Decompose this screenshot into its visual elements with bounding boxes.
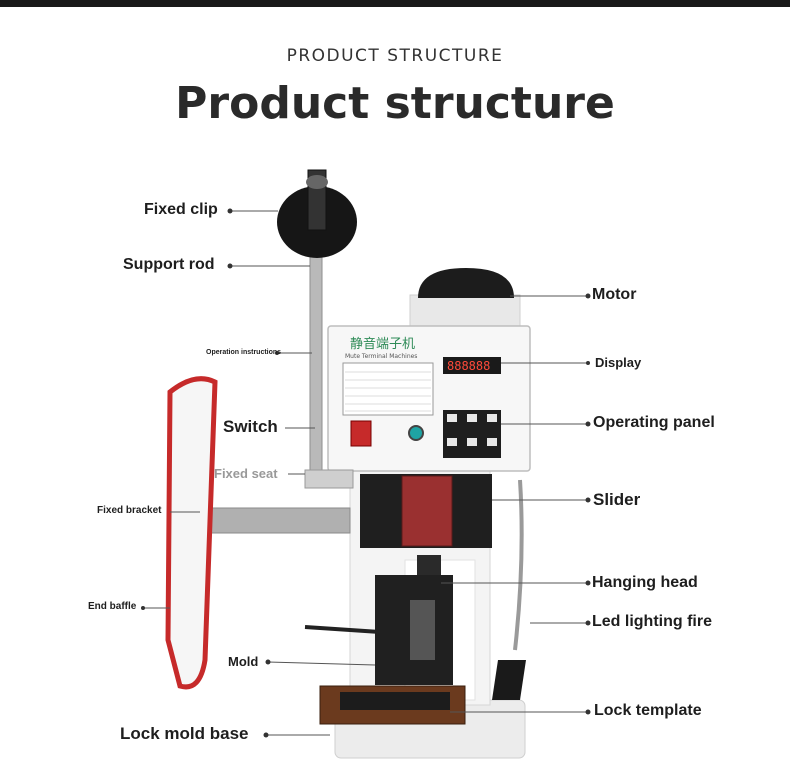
lock-template (340, 692, 450, 710)
label-switch: Switch (223, 417, 278, 436)
label-end-baffle: End baffle (88, 601, 137, 612)
label-slider: Slider (593, 490, 641, 509)
feed-arm (304, 625, 381, 634)
support-rod (309, 254, 323, 486)
display-readout: 888888 (447, 359, 490, 373)
section-kicker: PRODUCT STRUCTURE (286, 46, 504, 66)
label-fixed-clip: Fixed clip (144, 201, 218, 218)
label-support-rod: Support rod (123, 256, 215, 273)
page-title: Product structure (175, 78, 615, 129)
label-display: Display (595, 355, 642, 370)
led-display (443, 357, 501, 374)
bracket-arm (194, 507, 351, 534)
mold-plate (410, 600, 435, 660)
fixed-seat (304, 469, 354, 489)
label-lock-template: Lock template (594, 702, 702, 719)
label-operation-instructions: Operation instructions (206, 349, 282, 356)
label-mold: Mold (228, 654, 259, 669)
label-fixed-bracket: Fixed bracket (97, 505, 162, 516)
slider-plate (401, 475, 453, 547)
label-led-lighting-fire: Led lighting fire (592, 613, 712, 630)
label-fixed-seat: Fixed seat (214, 466, 278, 481)
clip-top (306, 175, 328, 189)
instruction-sheet (342, 362, 434, 416)
brand-cn-text: 静音端子机 (350, 336, 415, 352)
label-operating-panel: Operating panel (593, 414, 715, 431)
power-switch (350, 420, 372, 447)
top-bar (0, 0, 790, 7)
motor-cap (418, 268, 514, 298)
label-lock-mold-base: Lock mold base (120, 724, 249, 743)
end-baffle (165, 376, 218, 690)
label-motor: Motor (592, 286, 637, 303)
led-lamp-head (492, 660, 526, 700)
label-hanging-head: Hanging head (592, 574, 698, 591)
indicator-lamp (408, 425, 424, 441)
motor-housing (409, 294, 521, 331)
brand-en-text: Mute Terminal Machines (345, 353, 417, 360)
led-gooseneck (513, 479, 524, 651)
